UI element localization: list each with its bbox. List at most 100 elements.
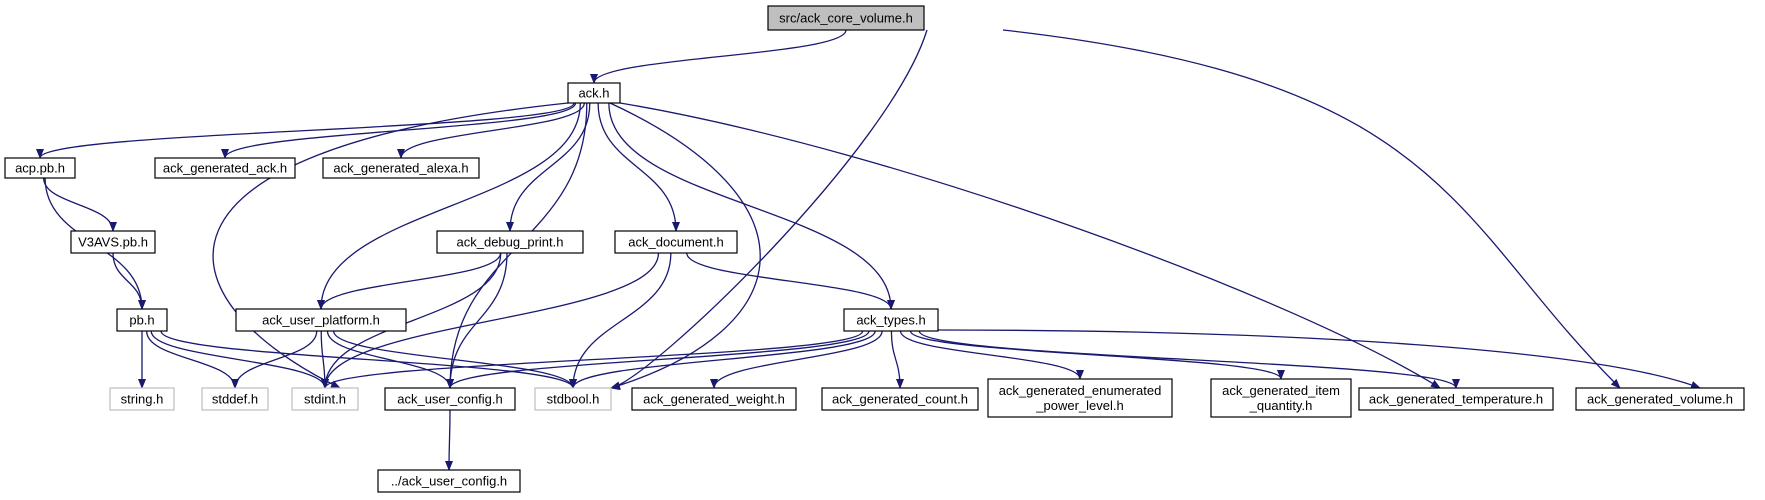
node-label-acp_pb: acp.pb.h — [15, 161, 65, 176]
edge-platform-to-stddef — [231, 330, 318, 389]
node-box-userconfig — [384, 387, 516, 411]
node-label-string: string.h — [121, 392, 164, 407]
node-box-string — [109, 387, 175, 411]
node-box-ack_h — [567, 82, 621, 104]
node-label-temp: ack_generated_temperature.h — [1369, 392, 1543, 407]
node-box-stdint — [291, 387, 359, 411]
node-label-dotdot_config: ../ack_user_config.h — [391, 474, 507, 489]
node-box-dotdot_config — [377, 469, 521, 493]
edge-types-to-weight — [710, 330, 883, 389]
node-platform[interactable]: ack_user_platform.h — [235, 308, 407, 332]
node-label-types: ack_types.h — [856, 313, 925, 328]
node-box-v3avs — [70, 230, 156, 254]
edge-root-to-ack_h — [590, 29, 847, 84]
node-label-debug: ack_debug_print.h — [457, 235, 564, 250]
node-dotdot_config[interactable]: ../ack_user_config.h — [377, 469, 521, 493]
edge-platform-to-userconfig — [326, 330, 454, 389]
edge-types-to-temp — [918, 330, 1460, 389]
node-gen_alexa[interactable]: ack_generated_alexa.h — [322, 157, 480, 179]
edge-debug-to-platform — [317, 252, 502, 310]
node-box-count — [821, 387, 979, 411]
node-label-v3avs: V3AVS.pb.h — [78, 235, 148, 250]
edge-types-to-userconfig — [446, 330, 870, 389]
nodes-layer: src/ack_core_volume.h ack.h acp.pb.h ack_ge… — [4, 5, 1745, 493]
edge-ack_h-to-acp_pb — [36, 102, 575, 159]
node-temp[interactable]: ack_generated_temperature.h — [1358, 387, 1554, 411]
edge-debug-to-userconfig — [446, 252, 508, 389]
node-label-document: ack_document.h — [628, 235, 723, 250]
edge-ack_h-to-gen_alexa — [397, 102, 585, 159]
node-stdint[interactable]: stdint.h — [291, 387, 359, 411]
node-pb[interactable]: pb.h — [116, 308, 168, 332]
edge-document-to-stdint — [321, 252, 660, 389]
edge-ack_h-to-stdint — [212, 102, 569, 389]
edge-pb-to-stdbool — [160, 330, 577, 389]
node-box-types — [843, 308, 939, 332]
node-box-volume — [1575, 387, 1745, 411]
node-label-volume: ack_generated_volume.h — [1587, 392, 1733, 407]
node-userconfig[interactable]: ack_user_config.h — [384, 387, 516, 411]
node-box-gen_alexa — [322, 157, 480, 179]
node-box-gen_ack — [154, 157, 296, 179]
edge-ack_h-to-platform — [317, 102, 581, 310]
node-label-power: _power_level.h — [1035, 398, 1123, 413]
node-v3avs[interactable]: V3AVS.pb.h — [70, 230, 156, 254]
node-box-weight — [631, 387, 797, 411]
node-box-pb — [116, 308, 168, 332]
edge-userconfig-to-dotdot_config — [445, 409, 454, 471]
node-label-root: src/ack_core_volume.h — [779, 11, 913, 26]
edge-v3avs-to-pb — [112, 252, 146, 310]
edge-acp_pb-to-v3avs — [43, 177, 117, 232]
node-stddef[interactable]: stddef.h — [201, 387, 269, 411]
node-itemqty[interactable]: ack_generated_item_quantity.h — [1210, 378, 1352, 418]
node-label-ack_h: ack.h — [578, 86, 609, 101]
node-acp_pb[interactable]: acp.pb.h — [4, 157, 76, 179]
node-power[interactable]: ack_generated_enumerated_power_level.h — [987, 378, 1173, 418]
edge-types-to-count — [890, 330, 904, 389]
node-types[interactable]: ack_types.h — [843, 308, 939, 332]
node-weight[interactable]: ack_generated_weight.h — [631, 387, 797, 411]
edge-root-to-volume — [1002, 29, 1621, 389]
edge-pb-to-stddef — [146, 330, 239, 389]
edge-ack_h-to-temp — [619, 102, 1441, 389]
node-label-itemqty: _quantity.h — [1249, 398, 1313, 413]
node-label-count: ack_generated_count.h — [832, 392, 968, 407]
edge-types-to-volume — [936, 329, 1701, 389]
edge-ack_h-to-types — [608, 102, 895, 310]
node-box-platform — [235, 308, 407, 332]
edge-types-to-stdint — [321, 330, 864, 389]
node-string[interactable]: string.h — [109, 387, 175, 411]
edge-ack_h-to-debug — [506, 102, 591, 232]
node-label-stdint: stdint.h — [304, 392, 346, 407]
edge-root-to-stdbool — [610, 29, 928, 391]
edge-document-to-types — [686, 252, 895, 310]
node-label-platform: ack_user_platform.h — [262, 313, 380, 328]
node-label-power: ack_generated_enumerated — [999, 383, 1162, 398]
node-label-gen_ack: ack_generated_ack.h — [163, 161, 287, 176]
node-document[interactable]: ack_document.h — [614, 230, 738, 254]
node-box-root — [767, 5, 925, 31]
node-label-gen_alexa: ack_generated_alexa.h — [333, 161, 468, 176]
node-box-itemqty — [1210, 378, 1352, 418]
edge-debug-to-stdint — [321, 252, 502, 389]
node-count[interactable]: ack_generated_count.h — [821, 387, 979, 411]
node-box-stdbool — [534, 387, 612, 411]
node-box-acp_pb — [4, 157, 76, 179]
edge-ack_h-to-stdbool — [609, 102, 761, 390]
node-box-document — [614, 230, 738, 254]
node-stdbool[interactable]: stdbool.h — [534, 387, 612, 411]
node-box-temp — [1358, 387, 1554, 411]
node-volume[interactable]: ack_generated_volume.h — [1575, 387, 1745, 411]
edge-platform-to-stdbool — [332, 330, 577, 389]
node-box-stddef — [201, 387, 269, 411]
node-gen_ack[interactable]: ack_generated_ack.h — [154, 157, 296, 179]
node-debug[interactable]: ack_debug_print.h — [436, 230, 584, 254]
node-label-stdbool: stdbool.h — [547, 392, 600, 407]
edge-ack_h-to-document — [597, 102, 680, 232]
node-label-pb: pb.h — [129, 313, 154, 328]
edge-types-to-stdbool — [569, 330, 876, 389]
node-root[interactable]: src/ack_core_volume.h — [767, 5, 925, 31]
node-label-itemqty: ack_generated_item — [1222, 383, 1340, 398]
node-box-debug — [436, 230, 584, 254]
node-ack_h[interactable]: ack.h — [567, 82, 621, 104]
